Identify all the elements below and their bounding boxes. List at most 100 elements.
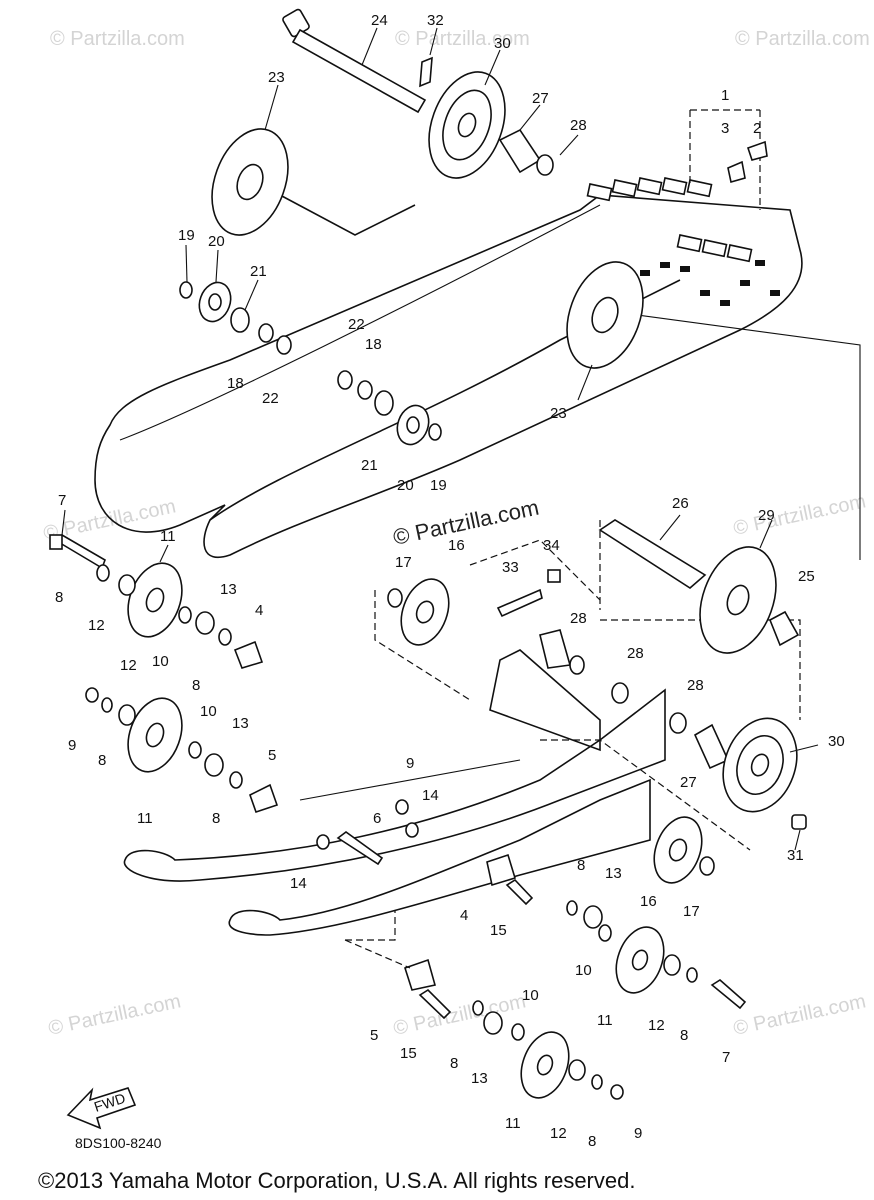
bolt-15	[418, 988, 452, 1020]
track-belt	[94, 177, 803, 558]
callout: 15	[400, 1045, 417, 1062]
callout: 12	[648, 1017, 665, 1034]
wheel-11-bottom	[520, 1031, 570, 1099]
callout: 34	[543, 537, 560, 554]
washer-17	[699, 856, 715, 876]
track-lugs	[586, 177, 780, 306]
callout: 12	[120, 657, 137, 674]
callout: 4	[255, 602, 263, 619]
wheel-16-upper	[400, 578, 450, 646]
callout: 21	[361, 457, 378, 474]
callout: 8	[450, 1055, 458, 1072]
callout: 6	[373, 810, 381, 827]
callout: 23	[550, 405, 567, 422]
callout: 11	[597, 1012, 613, 1029]
callout: 31	[787, 847, 804, 864]
diagram-code: 8DS100-8240	[75, 1135, 162, 1151]
watermark: © Partzilla.com	[731, 490, 867, 540]
center-bracket	[489, 629, 601, 752]
watermark: © Partzilla.com	[46, 990, 182, 1040]
callout: 14	[422, 787, 439, 804]
washer-8	[591, 1074, 603, 1090]
callout: 32	[427, 12, 444, 29]
callout: 3	[721, 120, 729, 137]
washer-8	[566, 900, 578, 916]
callout: 5	[370, 1027, 378, 1044]
watermark: © Partzilla.com	[50, 28, 185, 50]
arm-5	[404, 958, 436, 991]
callout: 11	[137, 810, 153, 827]
bolt-33	[496, 588, 543, 618]
nut-9	[395, 799, 409, 815]
callout: 27	[532, 90, 549, 107]
callout: 28	[570, 117, 587, 134]
bushing-13	[483, 1011, 503, 1035]
nut-31	[791, 814, 807, 830]
callout: 30	[494, 35, 511, 52]
spacer-12	[118, 704, 136, 726]
fwd-arrow-icon: FWD	[66, 1087, 137, 1130]
bushing-13	[195, 611, 215, 635]
watermark: © Partzilla.com	[735, 28, 870, 50]
washer-8	[218, 628, 232, 646]
callout: 22	[348, 316, 365, 333]
wheel-29	[699, 546, 777, 654]
callout: 28	[687, 677, 704, 694]
shaft-26	[598, 519, 707, 589]
callout: 18	[227, 375, 244, 392]
nut-34	[547, 569, 561, 583]
bushing-13	[583, 905, 603, 929]
callout: 16	[640, 893, 657, 910]
callout: 12	[88, 617, 105, 634]
callout: 9	[68, 737, 76, 754]
washer-28	[669, 712, 687, 734]
callout: 7	[722, 1049, 730, 1066]
arm-4	[486, 853, 516, 887]
watermark: © Partzilla.com	[395, 28, 530, 50]
callout: 21	[250, 263, 267, 280]
callout: 33	[502, 559, 519, 576]
callout: 11	[505, 1115, 521, 1132]
collar-10	[598, 924, 612, 942]
collar-27-top	[498, 128, 554, 176]
callout: 14	[290, 875, 307, 892]
callout: 7	[58, 492, 66, 509]
spacer-12	[663, 954, 681, 976]
collar-10	[188, 741, 202, 759]
watermark: © Partzilla.com	[391, 990, 527, 1040]
collar-27	[693, 723, 730, 770]
clip-3	[727, 160, 746, 184]
washer-8	[101, 697, 113, 713]
callout: 30	[828, 733, 845, 750]
callout: 18	[365, 336, 382, 353]
bolt-15	[505, 878, 534, 906]
wheel-16-lower	[653, 816, 703, 884]
callout: 10	[522, 987, 539, 1004]
callout: 4	[460, 907, 468, 924]
callout: 13	[220, 581, 237, 598]
nut-9	[85, 687, 99, 703]
collar-25	[768, 610, 800, 647]
bushing-13	[204, 753, 224, 777]
pin-32	[419, 56, 433, 88]
wheel-11-mid-right	[615, 926, 665, 994]
washer-8	[229, 771, 243, 789]
bolt-6	[336, 831, 384, 866]
callout: 5	[268, 747, 276, 764]
nut-14	[316, 834, 330, 850]
callout: 23	[268, 69, 285, 86]
callout: 8	[98, 752, 106, 769]
washer-17	[387, 588, 403, 608]
leader-lines	[61, 27, 819, 851]
washer-8	[686, 967, 698, 983]
callout: 29	[758, 507, 775, 524]
callout: 17	[683, 903, 700, 920]
callout: 20	[397, 477, 414, 494]
spacer-12	[118, 574, 136, 596]
watermark: © Partzilla.com	[731, 990, 867, 1040]
callout: 9	[634, 1125, 642, 1142]
callout: 10	[200, 703, 217, 720]
slide-rail-upper	[123, 688, 666, 882]
callout: 8	[192, 677, 200, 694]
